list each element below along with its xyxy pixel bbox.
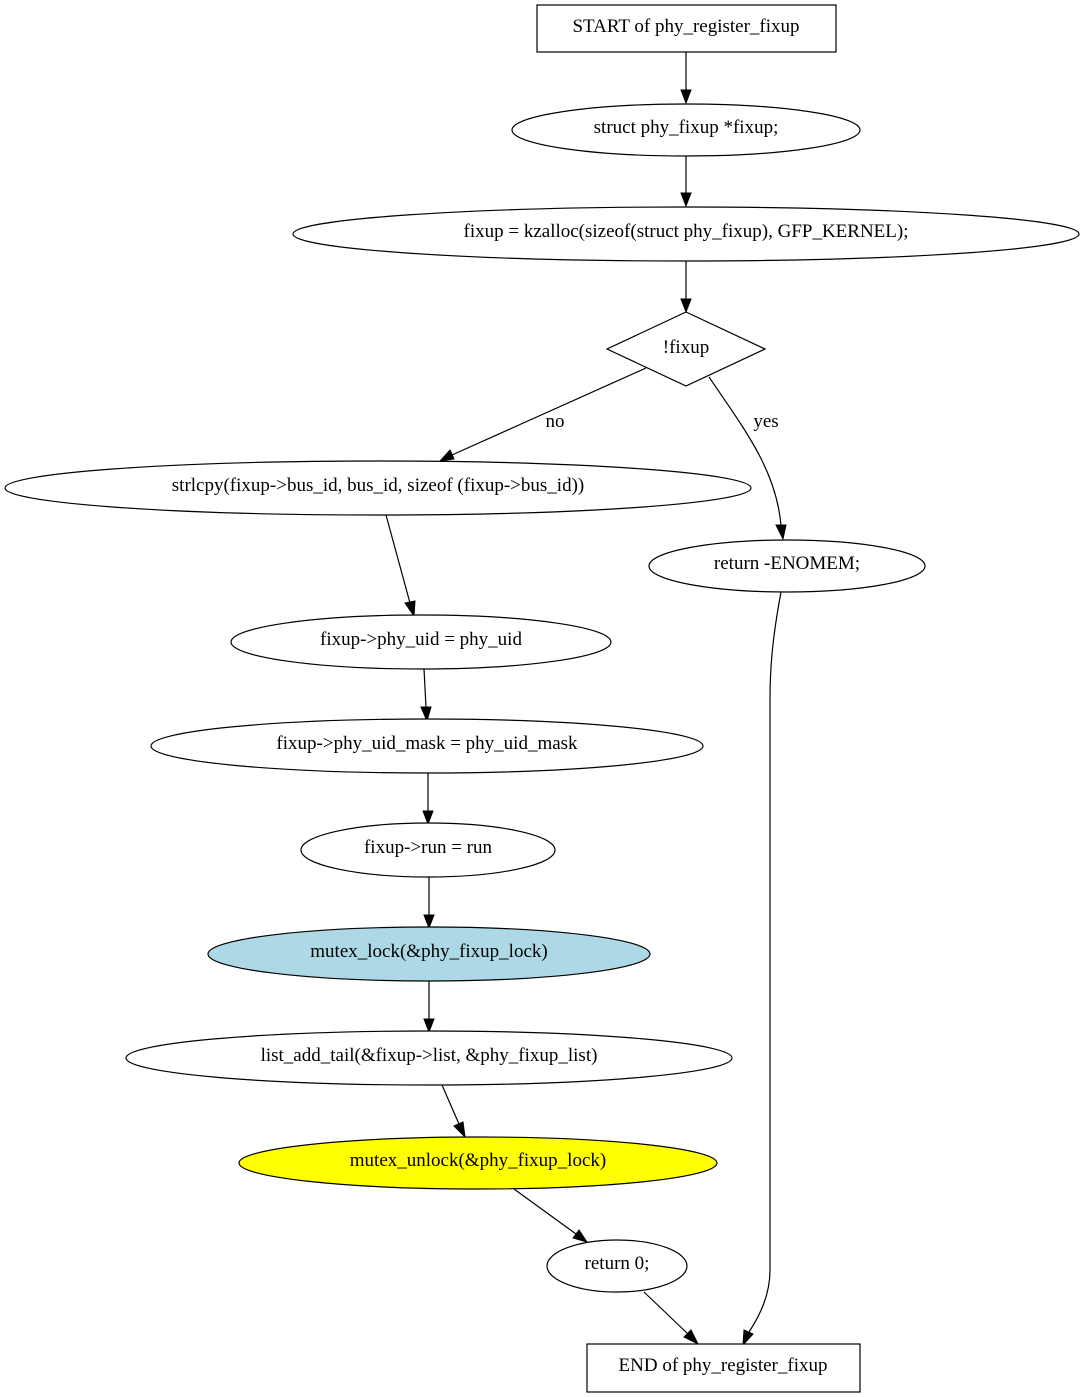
edge-check-to-enomem bbox=[708, 376, 782, 526]
node-mutex-lock-label: mutex_lock(&phy_fixup_lock) bbox=[310, 941, 547, 962]
node-set-phy-uid-label: fixup->phy_uid = phy_uid bbox=[320, 629, 522, 650]
arrowhead bbox=[453, 1121, 466, 1139]
arrowhead bbox=[680, 192, 692, 208]
edge-label-yes: yes bbox=[753, 411, 778, 432]
node-kzalloc-label: fixup = kzalloc(sizeof(struct phy_fixup)… bbox=[464, 221, 909, 242]
node-list-add-tail-label: list_add_tail(&fixup->list, &phy_fixup_l… bbox=[261, 1045, 598, 1066]
node-mutex-unlock-label: mutex_unlock(&phy_fixup_lock) bbox=[350, 1150, 606, 1171]
node-declare-fixup-label: struct phy_fixup *fixup; bbox=[594, 117, 779, 138]
edge-strlcpy-to-uid bbox=[385, 514, 411, 604]
node-return-enomem-label: return -ENOMEM; bbox=[714, 553, 860, 574]
node-start-label: START of phy_register_fixup bbox=[572, 16, 799, 37]
node-declare-fixup: struct phy_fixup *fixup; bbox=[511, 103, 861, 157]
arrowhead bbox=[742, 1329, 754, 1347]
arrowhead bbox=[438, 449, 455, 462]
edge-check-to-strlcpy bbox=[451, 367, 647, 456]
node-set-phy-uid-mask: fixup->phy_uid_mask = phy_uid_mask bbox=[150, 718, 704, 774]
node-strlcpy: strlcpy(fixup->bus_id, bus_id, sizeof (f… bbox=[4, 460, 752, 516]
node-list-add-tail: list_add_tail(&fixup->list, &phy_fixup_l… bbox=[125, 1030, 733, 1086]
arrowhead bbox=[775, 524, 787, 541]
node-return-enomem: return -ENOMEM; bbox=[648, 539, 926, 593]
edge-label-no: no bbox=[546, 411, 565, 432]
arrowhead bbox=[404, 600, 416, 618]
arrowhead bbox=[422, 810, 434, 826]
arrowhead bbox=[680, 89, 692, 105]
edge-uid-to-mask bbox=[423, 668, 427, 708]
node-mutex-unlock: mutex_unlock(&phy_fixup_lock) bbox=[238, 1136, 718, 1190]
edges bbox=[385, 52, 787, 1347]
arrowhead bbox=[423, 1018, 435, 1034]
node-strlcpy-label: strlcpy(fixup->bus_id, bus_id, sizeof (f… bbox=[172, 475, 584, 496]
node-mutex-lock: mutex_lock(&phy_fixup_lock) bbox=[207, 926, 651, 982]
node-end: END of phy_register_fixup bbox=[586, 1343, 861, 1393]
node-start: START of phy_register_fixup bbox=[536, 4, 837, 53]
node-set-run-label: fixup->run = run bbox=[364, 837, 493, 858]
arrowhead bbox=[680, 298, 692, 314]
arrowhead bbox=[683, 1329, 700, 1346]
edge-unlock-to-return0 bbox=[513, 1188, 577, 1235]
node-return-zero-label: return 0; bbox=[585, 1253, 650, 1274]
edge-enomem-to-end bbox=[748, 591, 782, 1333]
node-return-zero: return 0; bbox=[546, 1239, 688, 1293]
edge-return0-to-end bbox=[643, 1291, 689, 1335]
node-set-run: fixup->run = run bbox=[300, 822, 556, 878]
node-set-phy-uid: fixup->phy_uid = phy_uid bbox=[230, 614, 612, 670]
arrowhead bbox=[572, 1229, 589, 1243]
arrowhead bbox=[423, 914, 435, 930]
node-check-fixup-label: !fixup bbox=[663, 337, 709, 358]
edge-list-to-unlock bbox=[441, 1084, 460, 1125]
node-set-phy-uid-mask-label: fixup->phy_uid_mask = phy_uid_mask bbox=[276, 733, 578, 754]
arrowhead bbox=[420, 706, 432, 723]
node-kzalloc: fixup = kzalloc(sizeof(struct phy_fixup)… bbox=[292, 206, 1080, 262]
node-check-fixup: !fixup bbox=[605, 311, 767, 387]
node-end-label: END of phy_register_fixup bbox=[619, 1355, 828, 1376]
